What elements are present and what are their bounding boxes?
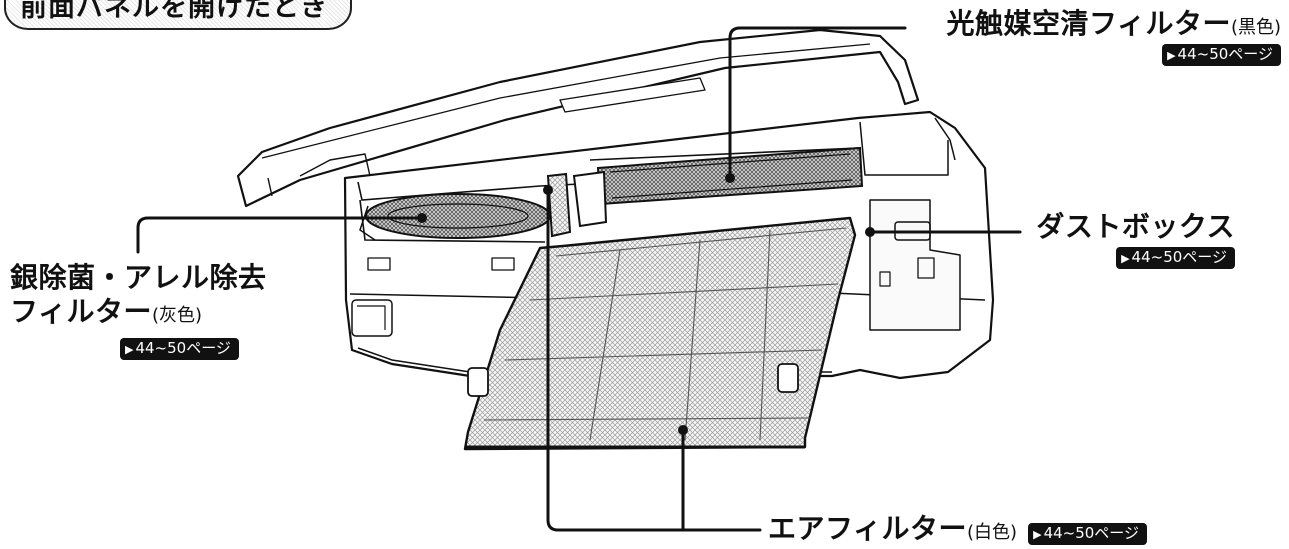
silver-filter-shape — [359, 193, 551, 241]
silver-label-line1: 銀除菌・アレル除去 — [10, 261, 267, 294]
heading-pill: 前面パネルを開けたとき — [4, 0, 352, 30]
dustbox-label: ダストボックス — [1036, 210, 1235, 243]
photocatalyst-page-ref[interactable]: ▶44~50ページ — [1162, 44, 1281, 67]
callout-photocatalyst: 光触媒空清フィルター(黒色) ▶44~50ページ — [946, 7, 1281, 67]
triangle-right-icon: ▶ — [125, 343, 134, 357]
triangle-right-icon: ▶ — [1033, 527, 1042, 541]
airfilter-color: (白色) — [966, 522, 1017, 543]
dustbox-page-ref[interactable]: ▶44~50ページ — [1116, 247, 1235, 270]
air-filter-shape — [463, 216, 857, 451]
leader-dots — [417, 173, 875, 435]
heading-text: 前面パネルを開けたとき — [20, 0, 328, 23]
airfilter-label: エアフィルター — [768, 512, 967, 545]
silver-page-ref[interactable]: ▶44~50ページ — [120, 338, 239, 361]
photocatalyst-color: (黒色) — [1230, 17, 1281, 38]
triangle-right-icon: ▶ — [1167, 49, 1176, 63]
triangle-right-icon: ▶ — [1121, 252, 1130, 266]
callout-silver: 銀除菌・アレル除去 フィルター(灰色) ▶44~50ページ — [10, 261, 267, 361]
photocatalyst-label: 光触媒空清フィルター — [946, 7, 1231, 40]
callout-airfilter: エアフィルター(白色) ▶44~50ページ — [768, 512, 1148, 545]
airfilter-page-ref[interactable]: ▶44~50ページ — [1028, 522, 1148, 545]
leader-lines — [136, 26, 1022, 532]
silver-label-line2: フィルター — [10, 295, 152, 329]
front-panel — [236, 28, 920, 208]
silver-color: (灰色) — [151, 305, 202, 327]
center-hinge — [546, 170, 608, 238]
callout-dustbox: ダストボックス ▶44~50ページ — [1036, 210, 1235, 270]
